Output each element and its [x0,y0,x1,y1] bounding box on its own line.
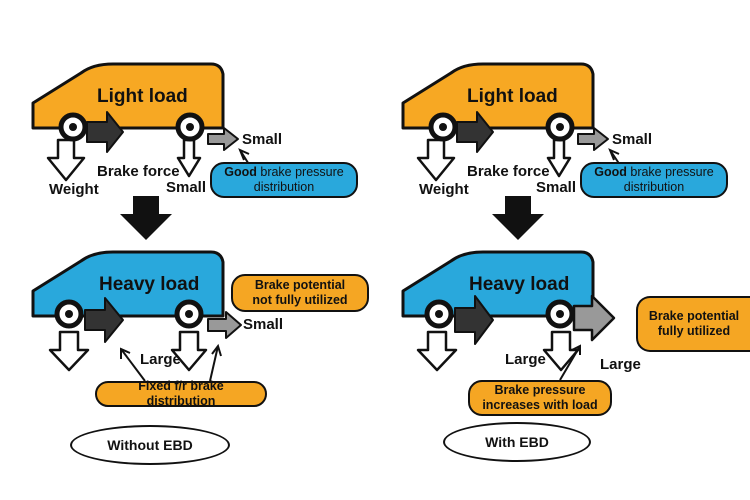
down-arrow-icon [542,330,580,372]
pill-line2: increases with load [482,398,598,412]
down-arrow-icon [170,330,208,372]
left-light-weight-arrow [46,138,86,182]
right-arrow-icon [456,111,494,153]
left-heavy-brake-force-arrow [84,297,124,343]
left-heavy-load-title: Heavy load [99,274,200,295]
right-light-rear-down-arrow [546,138,572,178]
right-arrow-icon [454,295,494,345]
right-arrow-icon [84,297,124,343]
left-small-front-label: Small [242,131,283,148]
right-heavy-rear-down-arrow [542,330,580,372]
wheel-icon [431,115,455,139]
right-weight-label: Weight [419,181,469,198]
left-heavy-weight-arrow [48,330,90,372]
right-arrow-icon [207,311,242,339]
right-brake-force-label: Brake force [467,163,550,180]
pill-line1: Brake pressure [494,383,586,397]
left-weight-label: Weight [49,181,99,198]
wheel-icon [548,115,572,139]
without-ebd-caption: Without EBD [70,425,230,465]
pill-line1: Brake potential [648,309,740,323]
pill-line2: distribution [253,180,315,194]
left-fixed-pill-pointer-left [120,348,146,382]
left-light-brake-force-arrow [86,111,124,153]
right-increase-pill-pointer [559,345,581,381]
right-heavy-brake-force-arrow [454,295,494,345]
left-large-label: Large [140,351,181,368]
left-brake-force-label: Brake force [97,163,180,180]
wheel-icon [178,115,202,139]
down-arrow-icon [416,138,456,182]
wheel-icon [61,115,85,139]
wheel-icon [548,302,572,326]
right-large-front-label: Large [505,351,546,368]
pointer-arrow-icon [608,148,620,161]
down-arrow-icon [176,138,202,178]
pill-line1: brake pressure [626,165,714,179]
right-small-rear-label: Small [536,179,577,196]
pill-line2: not fully utilized [252,293,348,307]
wheel-icon [177,302,201,326]
pill-line2: fully utilized [657,324,731,338]
pointer-arrow-icon [571,344,581,355]
right-arrow-icon [86,111,124,153]
with-ebd-caption: With EBD [443,422,591,462]
right-arrow-icon [572,294,616,342]
down-arrow-icon [416,330,458,372]
wheel-icon [57,302,81,326]
right-light-weight-arrow [416,138,456,182]
good-label: Good [224,165,257,179]
right-arrow-icon [207,127,239,151]
right-small-front-label: Small [612,131,653,148]
left-light-load-title: Light load [97,86,188,107]
pill-line1: Brake potential [254,278,346,292]
right-light-load-title: Light load [467,86,558,107]
right-transition-arrow [492,196,544,240]
left-light-rear-down-arrow [176,138,202,178]
right-light-brake-force-arrow [456,111,494,153]
left-light-small-arrow [207,127,239,151]
pointer-arrow-icon [120,347,131,359]
right-heavy-large-arrow [572,294,616,342]
pill-line2: distribution [623,180,685,194]
right-large-rear-label: Large [600,356,641,373]
down-arrow-icon [48,330,90,372]
right-heavy-load-title: Heavy load [469,274,570,295]
down-arrow-icon [46,138,86,182]
right-arrow-icon [577,127,609,151]
left-fixed-pill-pointer-right [209,345,219,382]
left-transition-arrow [120,196,172,240]
left-fixed-distribution-pill: Fixed f/r brake distribution [95,379,267,408]
left-small-rear-label: Small [166,179,207,196]
down-arrow-icon [546,138,572,178]
left-heavy-small-arrow [207,311,242,339]
left-small-heavy-label: Small [243,316,284,333]
pointer-arrow-icon [238,148,250,161]
left-heavy-rear-down-arrow [170,330,208,372]
right-light-small-arrow [577,127,609,151]
right-heavy-weight-arrow [416,330,458,372]
pill-line1: brake pressure [256,165,344,179]
pointer-arrow-icon [211,343,222,357]
good-label: Good [594,165,627,179]
wheel-icon [427,302,451,326]
